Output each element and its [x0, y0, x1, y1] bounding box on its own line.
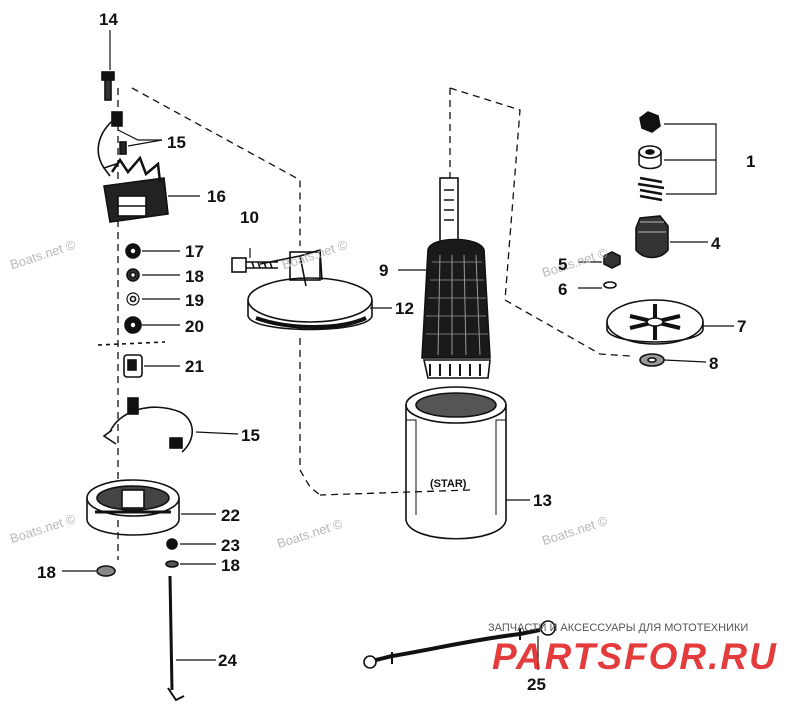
- spring-1: [637, 176, 665, 202]
- part-label-9: 9: [379, 261, 389, 280]
- cable-25: [363, 620, 556, 669]
- brush-holder-16: [103, 155, 169, 223]
- part-label-12: 12: [395, 299, 414, 318]
- part-label-14: 14: [99, 10, 118, 29]
- part-label-23: 23: [221, 536, 240, 555]
- part-label-16: 16: [207, 187, 226, 206]
- part-label-18-right: 18: [221, 556, 240, 575]
- nut-1: [639, 111, 661, 133]
- lead-15-top: [97, 111, 127, 177]
- lead-15-bottom: [102, 397, 194, 453]
- washer-19: [126, 292, 140, 306]
- nut-5: [603, 251, 621, 269]
- housing-label: (STAR): [430, 478, 467, 490]
- leader-1: [664, 123, 717, 195]
- part-label-18-left: 18: [37, 563, 56, 582]
- part-label-24: 24: [218, 651, 237, 670]
- washer-18c: [165, 560, 179, 568]
- part-label-15: 15: [167, 133, 186, 152]
- part-label-21: 21: [185, 357, 204, 376]
- brand-tagline: ЗАПЧАСТИ И АКСЕССУАРЫ ДЛЯ МОТОТЕХНИКИ: [488, 622, 749, 634]
- leader-lines: [62, 30, 734, 670]
- part-label-10: 10: [240, 208, 259, 227]
- bolt-14: [101, 71, 115, 101]
- part-label-6: 6: [558, 280, 568, 299]
- washer-18b: [96, 565, 116, 577]
- brand-name: PARTSFOR.RU: [492, 636, 778, 677]
- insulator-21: [123, 354, 143, 378]
- part-label-19: 19: [185, 291, 204, 310]
- part-label-5: 5: [558, 255, 568, 274]
- part-label-15-lower: 15: [241, 426, 260, 445]
- drive-4: [635, 215, 669, 259]
- part-label-13: 13: [533, 491, 552, 510]
- part-label-17: 17: [185, 242, 204, 261]
- armature-9: [421, 177, 491, 379]
- housing-13: [405, 386, 507, 540]
- spacer-1: [638, 145, 662, 170]
- band-12: [247, 248, 373, 331]
- part-label-7: 7: [737, 317, 747, 336]
- part-label-18: 18: [185, 267, 204, 286]
- part-label-1: 1: [746, 152, 756, 171]
- nut-23: [166, 538, 178, 550]
- part-label-25: 25: [527, 675, 546, 694]
- end-plate-7: [606, 299, 704, 345]
- end-cap-22: [86, 479, 180, 536]
- part-label-22: 22: [221, 506, 240, 525]
- part-label-20: 20: [185, 317, 204, 336]
- through-bolt-24: [167, 575, 185, 702]
- washer-6: [603, 281, 617, 289]
- part-label-8: 8: [709, 354, 719, 373]
- part-label-4: 4: [711, 234, 721, 253]
- screw-10: [231, 257, 278, 273]
